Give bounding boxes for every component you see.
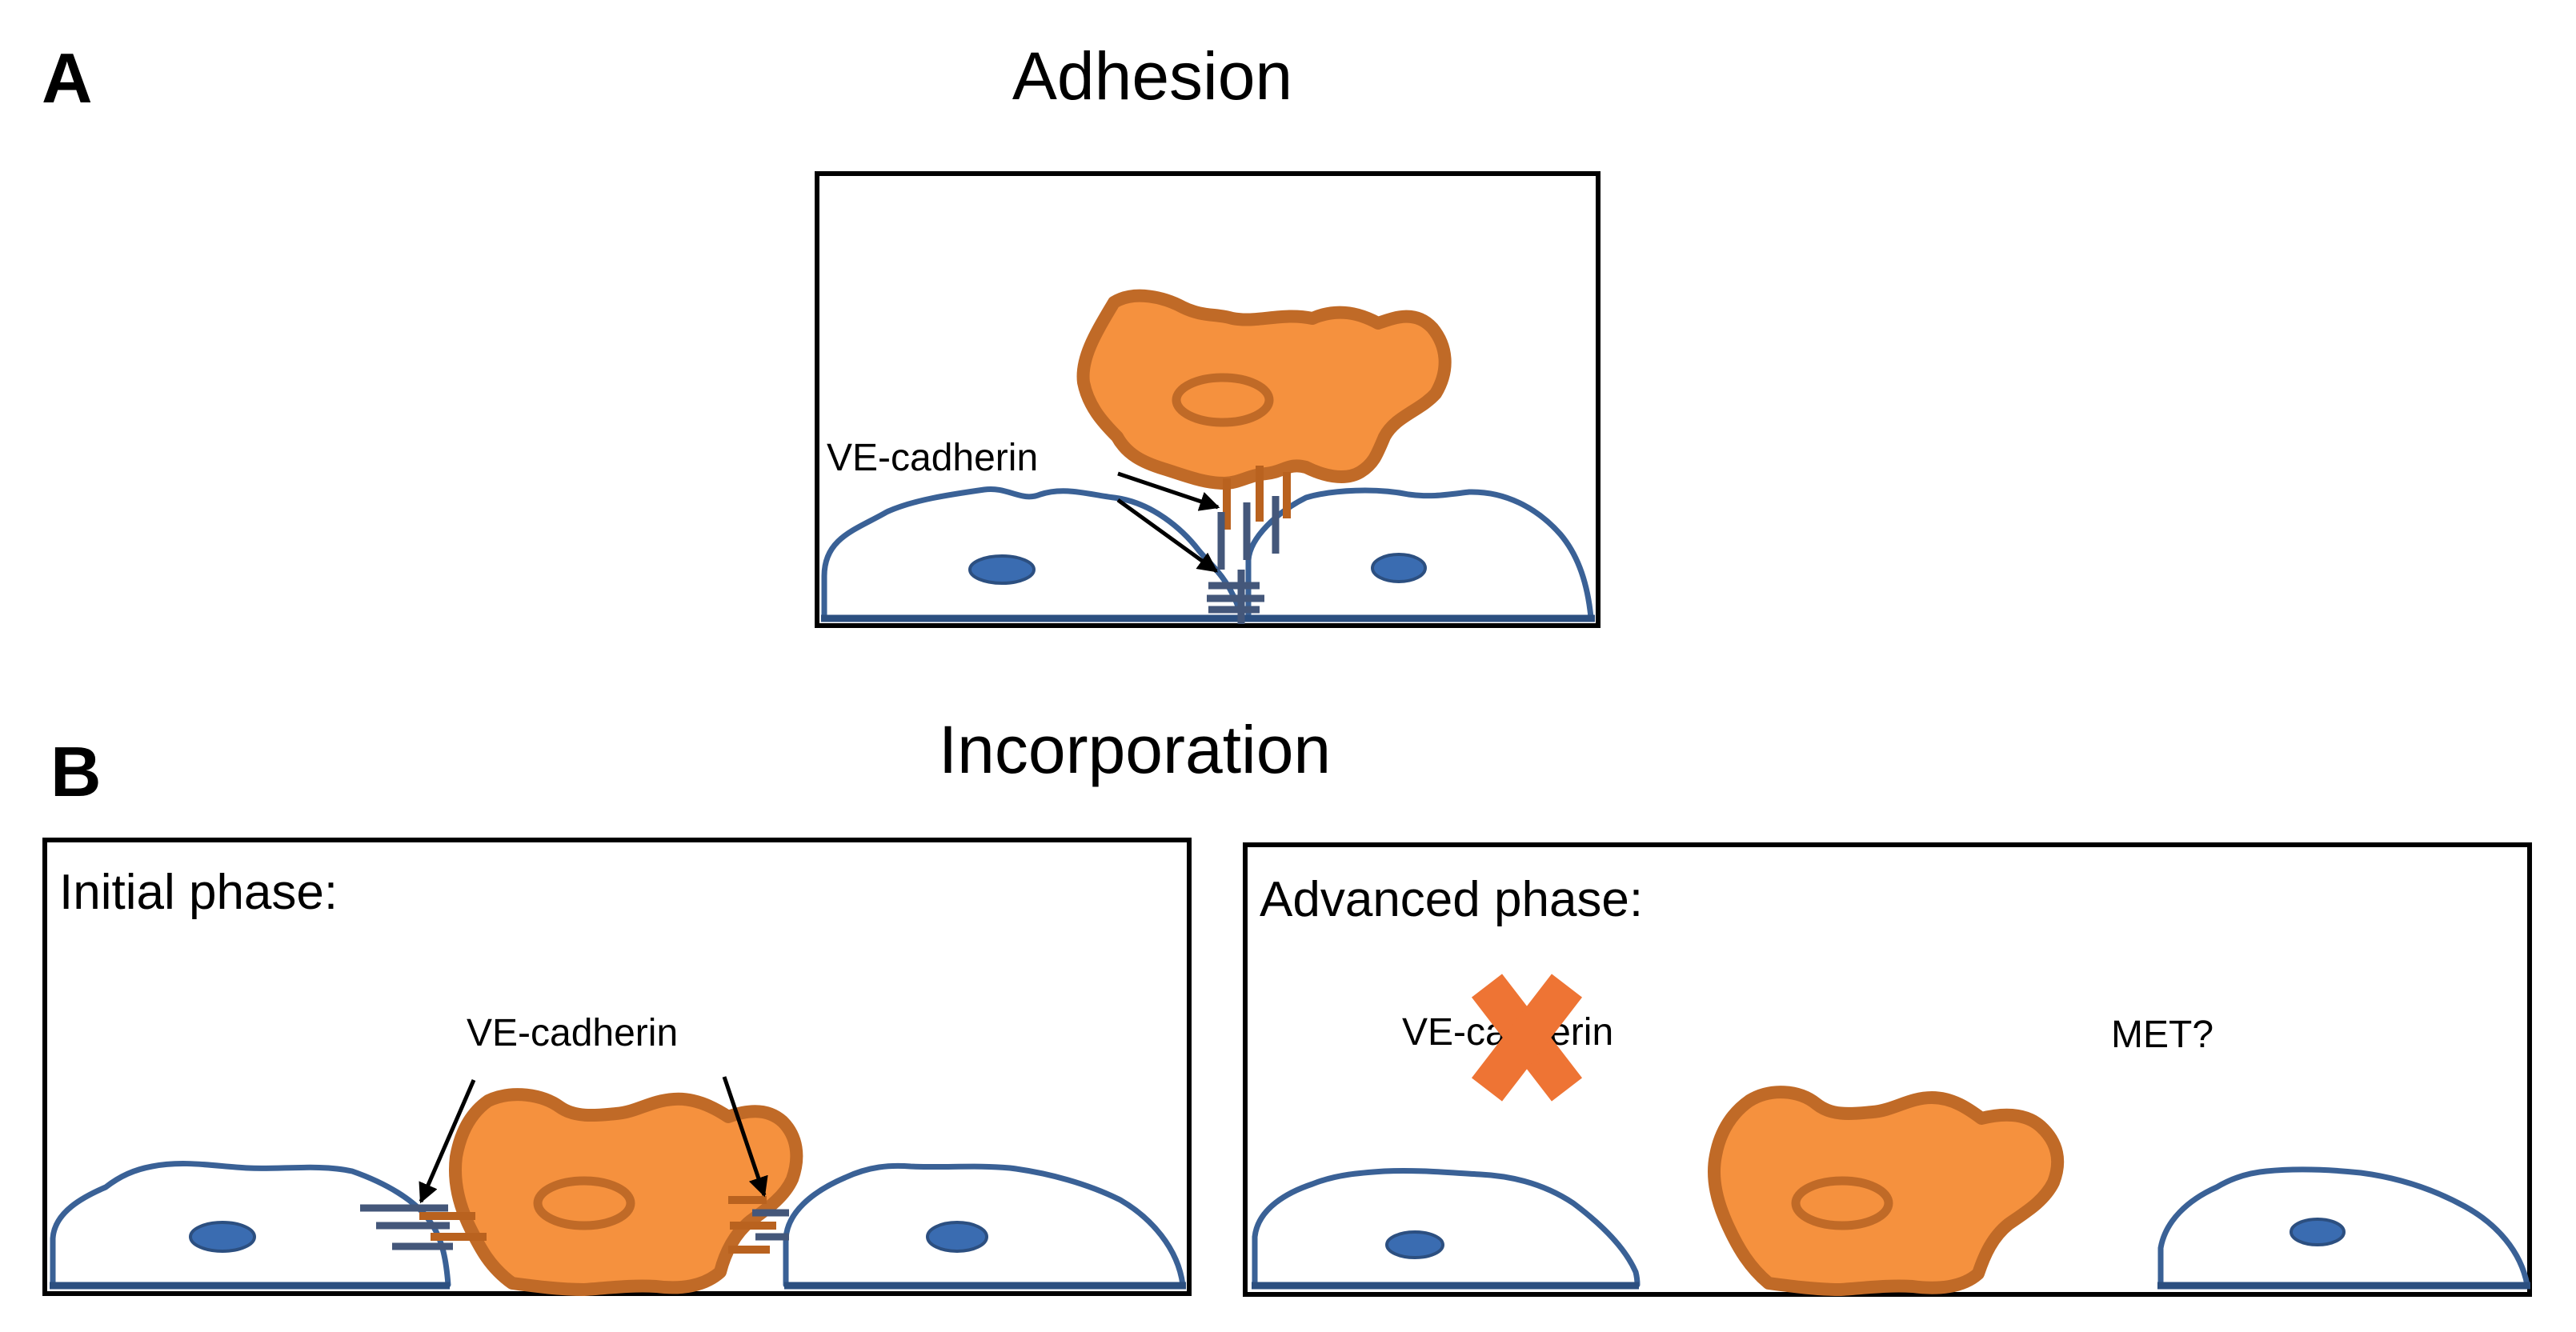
- initial-arrow-right: [722, 1076, 768, 1198]
- initial-nucleus-right: [926, 1221, 988, 1253]
- panel-a-letter: A: [42, 38, 93, 118]
- tumor-nucleus-adhesion: [1172, 373, 1274, 427]
- cross-mark-icon: [1471, 974, 1583, 1102]
- initial-nucleus-left: [189, 1221, 256, 1253]
- panel-b: B Incorporation Initial phase:: [42, 712, 2532, 1297]
- advanced-endothelial-cell-left: [1252, 1167, 1641, 1288]
- panel-a-title: Adhesion: [1012, 38, 1292, 114]
- advanced-phase-label: Advanced phase:: [1260, 872, 1643, 927]
- met-label: MET?: [2111, 1014, 2213, 1056]
- initial-arrow-left: [419, 1079, 476, 1204]
- panel-b-letter: B: [50, 732, 102, 811]
- initial-phase-label: Initial phase:: [59, 865, 338, 920]
- initial-endothelial-cell-left: [50, 1161, 451, 1288]
- panel-b-title: Incorporation: [939, 712, 1331, 787]
- arrow-to-junction-cadherin: [1116, 498, 1219, 574]
- arrow-to-tumor-cadherin: [1117, 471, 1220, 511]
- ve-cadherin-label-a: VE-cadherin: [827, 437, 1038, 479]
- ve-cadherin-label-initial: VE-cadherin: [467, 1012, 678, 1054]
- endothelial-cell-left: [821, 486, 1245, 621]
- advanced-phase-panel: Advanced phase: VE-cadherin MET?: [1243, 842, 2532, 1297]
- advanced-nucleus-right: [2290, 1218, 2346, 1246]
- tumor-nucleus-initial: [533, 1176, 635, 1230]
- tumor-nucleus-advanced: [1791, 1176, 1893, 1230]
- advanced-nucleus-left: [1385, 1230, 1444, 1259]
- initial-endothelial-cell-right: [783, 1162, 1186, 1288]
- endothelial-nucleus-right: [1371, 553, 1427, 583]
- endothelial-nucleus-left: [968, 554, 1036, 585]
- initial-phase-panel: Initial phase: VE-cadherin: [42, 838, 1192, 1296]
- panel-a: A Adhesion VE-cadherin: [42, 38, 1600, 628]
